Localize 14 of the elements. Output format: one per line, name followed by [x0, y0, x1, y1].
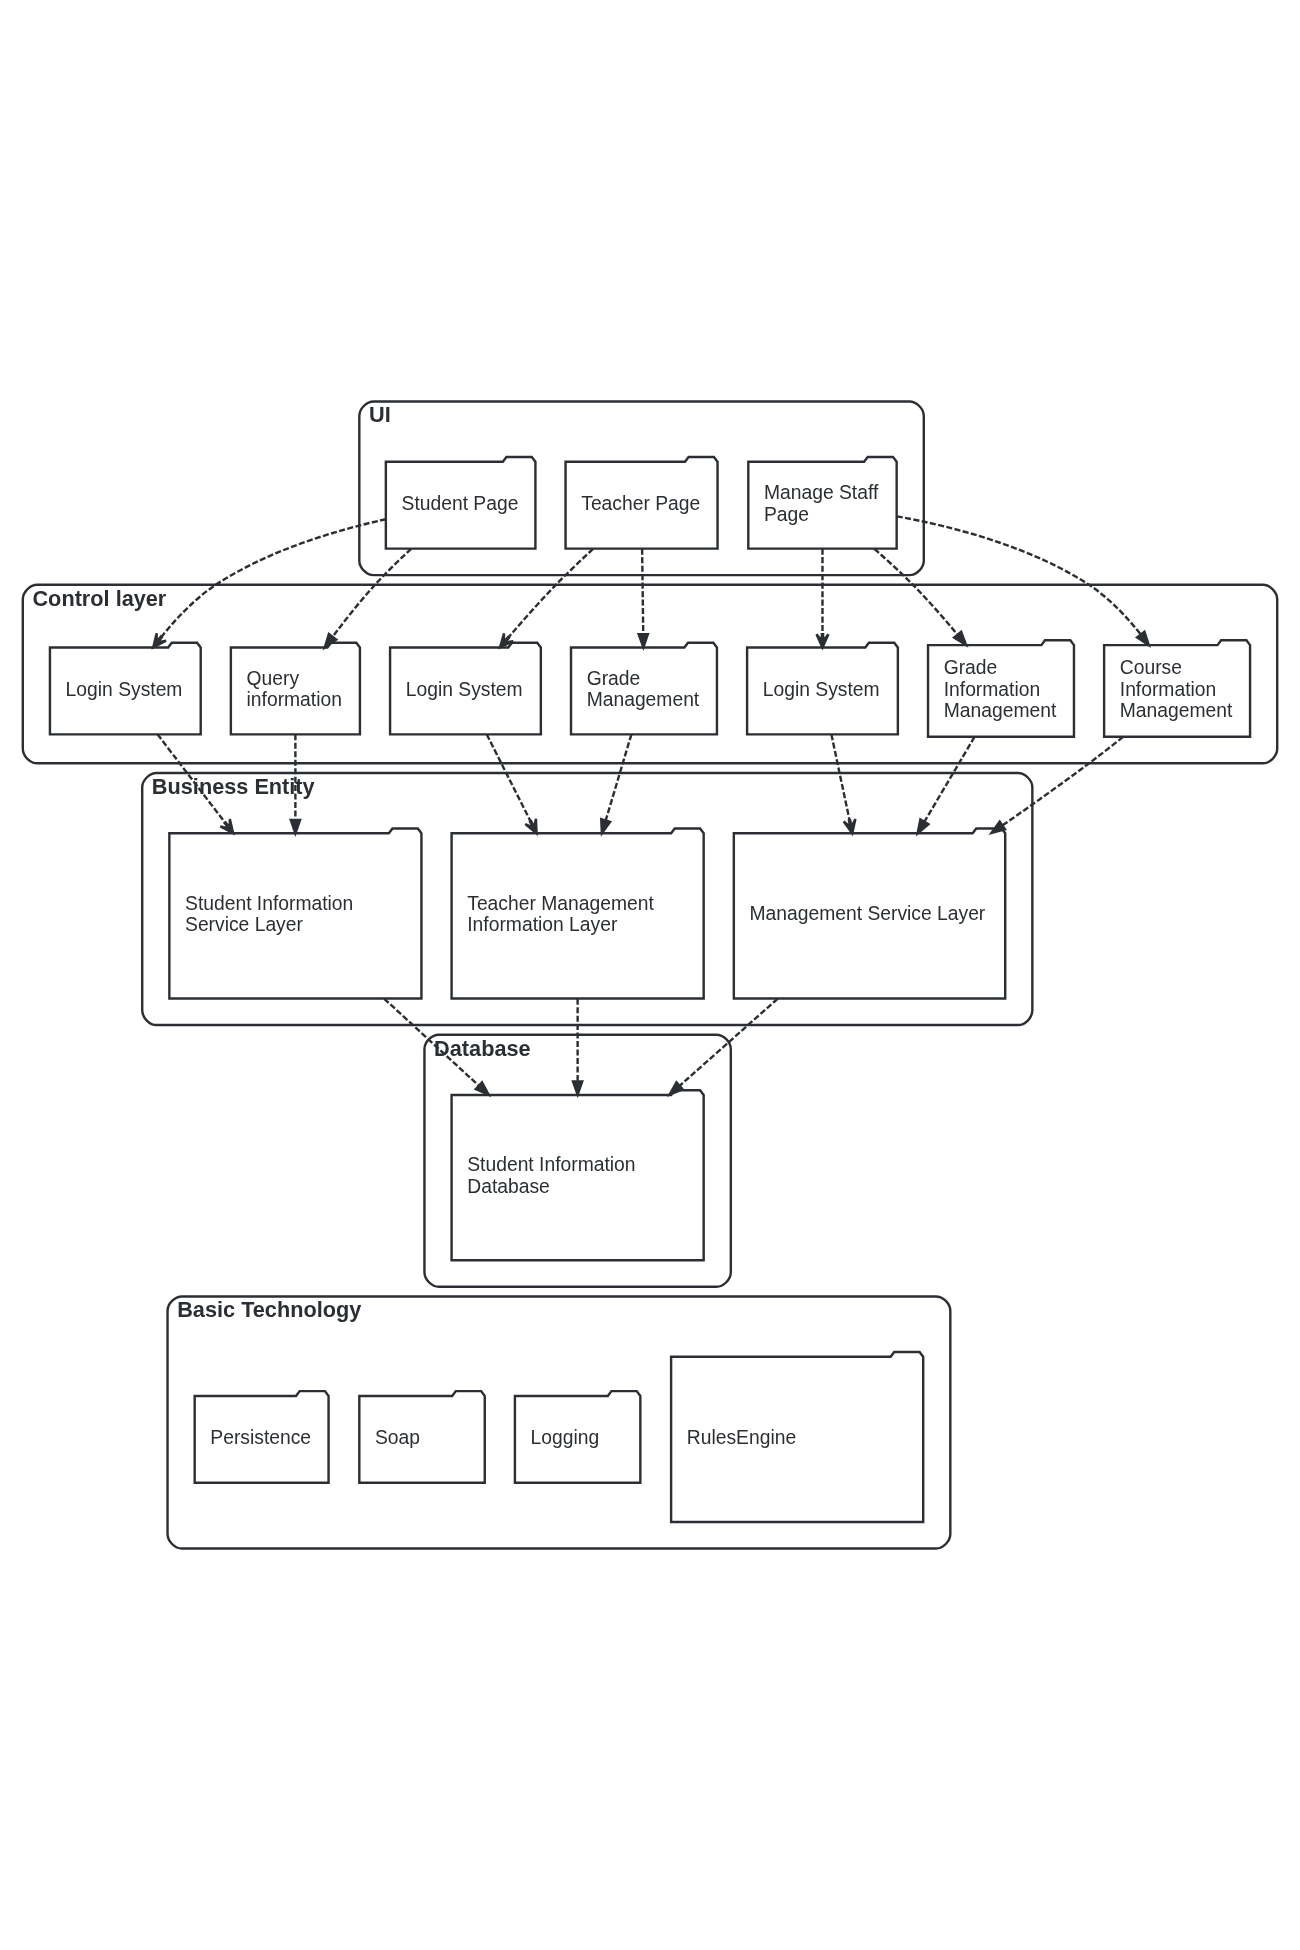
arrow [988, 735, 1124, 836]
arrow [599, 734, 633, 837]
arrow [322, 548, 412, 651]
arrow [485, 734, 538, 835]
arrow [815, 548, 830, 649]
arrow [896, 515, 1151, 648]
arrow [383, 997, 492, 1098]
arrow [915, 736, 976, 837]
arrow [571, 998, 584, 1099]
arrow [289, 734, 302, 837]
arrow [636, 548, 650, 652]
arrow [666, 997, 779, 1098]
arrow [152, 518, 387, 649]
arrow [873, 548, 969, 648]
